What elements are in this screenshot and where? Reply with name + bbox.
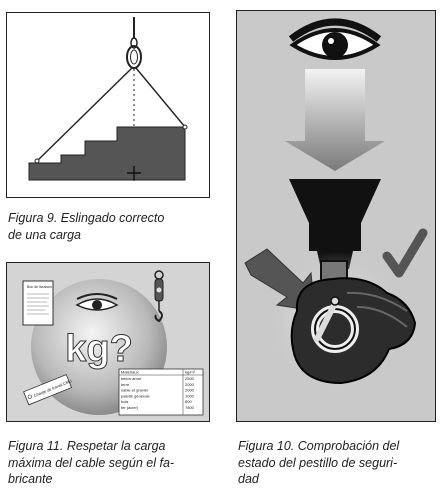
- hook-scale-icon: [154, 270, 164, 323]
- kg-question-text: kg?: [65, 328, 133, 370]
- figure-10-panel: [236, 10, 436, 422]
- delivery-note: Bon de livraison: [22, 280, 54, 326]
- table-row-value: 2500: [185, 376, 195, 381]
- figure-9-caption: Figura 9. Eslingado correcto de una carg…: [8, 211, 165, 242]
- master-link: [126, 45, 142, 69]
- chain-link: [130, 37, 138, 49]
- table-row-value: 7800: [185, 405, 195, 410]
- table-row-value: 1000: [185, 393, 195, 398]
- sling-right: [135, 67, 186, 128]
- table-row-material: palette générale: [121, 393, 150, 398]
- materials-table: Matériaux kg/m³ béton armé 2500 terre 2000 s…: [118, 368, 204, 416]
- eye-icon: [288, 18, 382, 60]
- table-row-material: bois: [121, 399, 128, 404]
- max-load-illustration: kg? Bon de livraison Charge de travail C…: [22, 270, 204, 416]
- figure-11-panel: kg? Bon de livraison Charge de travail C…: [6, 262, 210, 422]
- down-arrow-icon: [285, 69, 385, 171]
- delivery-note-title: Bon de livraison: [27, 285, 52, 289]
- sling-left: [36, 67, 133, 162]
- table-row-value: 2000: [185, 382, 195, 387]
- safety-latch-illustration: [244, 18, 428, 391]
- check-icon: [382, 228, 428, 278]
- table-header-unit: kg/m³: [185, 370, 196, 375]
- hook-latch: [311, 296, 359, 353]
- table-header-material: Matériaux: [121, 370, 139, 375]
- table-row-value: 2000: [185, 388, 195, 393]
- figure-10-caption: Figura 10. Comprobación del estado del p…: [238, 439, 400, 486]
- slinging-illustration: [28, 17, 188, 181]
- table-row-material: fer (acier): [121, 405, 139, 410]
- stepped-load: [28, 126, 186, 181]
- figure-11-caption: Figura 11. Respetar la carga máxima del …: [8, 439, 175, 486]
- figure-9-panel: [6, 12, 210, 198]
- eye-icon: [75, 293, 119, 311]
- table-row-material: sable et gravier: [121, 388, 149, 393]
- table-row-material: terre: [121, 382, 130, 387]
- table-row-material: béton armé: [121, 376, 142, 381]
- table-row-value: 800: [185, 399, 192, 404]
